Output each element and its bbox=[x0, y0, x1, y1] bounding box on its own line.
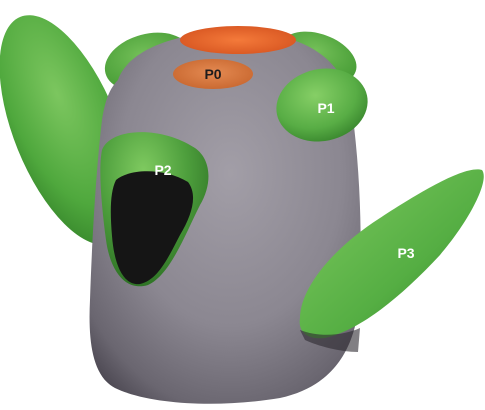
p0-label: P0 bbox=[204, 66, 221, 82]
region-p0: P0 bbox=[173, 59, 253, 89]
p1-label: P1 bbox=[317, 100, 334, 116]
p3-label: P3 bbox=[397, 245, 414, 261]
orange-cap bbox=[180, 26, 296, 54]
p2-label: P2 bbox=[154, 162, 171, 178]
